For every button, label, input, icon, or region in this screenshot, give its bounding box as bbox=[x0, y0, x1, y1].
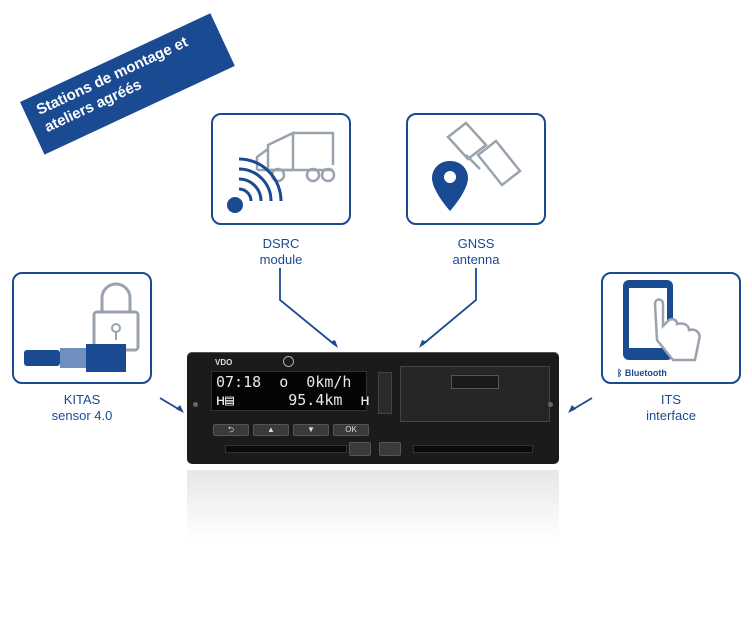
arrow-kitas bbox=[159, 397, 181, 411]
display-screen: 07:18 o 0km/h ʜ▤ 95.4km ʜ bbox=[211, 371, 370, 411]
its-phone-icon bbox=[623, 280, 701, 362]
dsrc-truck-icon bbox=[227, 131, 336, 213]
gnss-satellite-icon bbox=[432, 121, 522, 211]
gnss-label-line1: GNSS bbox=[457, 236, 495, 251]
card-slot-1[interactable] bbox=[225, 445, 347, 453]
back-button[interactable]: ⮌ bbox=[213, 424, 249, 436]
dsrc-module-box bbox=[211, 113, 351, 225]
its-label: ITS interface bbox=[601, 392, 741, 424]
card-eject-button-1[interactable] bbox=[349, 442, 371, 456]
kitas-sensor-box bbox=[12, 272, 152, 384]
display-line-1: 07:18 o 0km/h bbox=[216, 373, 352, 391]
kitas-lock-sensor-icon bbox=[24, 282, 140, 372]
arrow-gnss bbox=[421, 268, 477, 346]
ok-button[interactable]: OK bbox=[333, 424, 369, 436]
device-symbol-icon bbox=[283, 356, 294, 367]
bluetooth-label: ᛒ Bluetooth bbox=[617, 368, 667, 378]
mount-screw-right bbox=[548, 402, 553, 407]
bluetooth-icon: ᛒ bbox=[617, 368, 623, 378]
dsrc-label: DSRC module bbox=[211, 236, 351, 268]
its-interface-box: ᛒ Bluetooth bbox=[601, 272, 741, 384]
brand-logo: VDO bbox=[215, 358, 233, 367]
tachograph-device: VDO 07:18 o 0km/h ʜ▤ 95.4km ʜ ⮌ ▲ ▼ OK bbox=[187, 352, 559, 464]
gnss-label: GNSS antenna bbox=[406, 236, 546, 268]
kitas-label-line1: KITAS bbox=[63, 392, 101, 407]
arrow-dsrc bbox=[279, 268, 336, 346]
printer-drawer[interactable] bbox=[400, 366, 550, 422]
kitas-label: KITAS sensor 4.0 bbox=[12, 392, 152, 424]
title-banner: Stations de montage et ateliers agréés bbox=[20, 13, 235, 155]
gnss-label-line2: antenna bbox=[452, 252, 500, 267]
display-line-2: ʜ▤ 95.4km ʜ bbox=[216, 391, 370, 409]
dsrc-label-line1: DSRC bbox=[262, 236, 300, 251]
card-slot-2[interactable] bbox=[413, 445, 533, 453]
card-eject-button-2[interactable] bbox=[379, 442, 401, 456]
mount-screw-left bbox=[193, 402, 198, 407]
up-button[interactable]: ▲ bbox=[253, 424, 289, 436]
bluetooth-text: Bluetooth bbox=[624, 368, 667, 378]
printer-handle[interactable] bbox=[451, 375, 499, 389]
device-reflection bbox=[187, 470, 559, 540]
down-button[interactable]: ▼ bbox=[293, 424, 329, 436]
card-slot-lever[interactable] bbox=[378, 372, 392, 414]
gnss-antenna-box bbox=[406, 113, 546, 225]
its-label-line2: interface bbox=[646, 408, 696, 423]
kitas-label-line2: sensor 4.0 bbox=[51, 408, 113, 423]
arrow-its bbox=[571, 397, 593, 411]
dsrc-label-line2: module bbox=[259, 252, 303, 267]
its-label-line1: ITS bbox=[660, 392, 682, 407]
